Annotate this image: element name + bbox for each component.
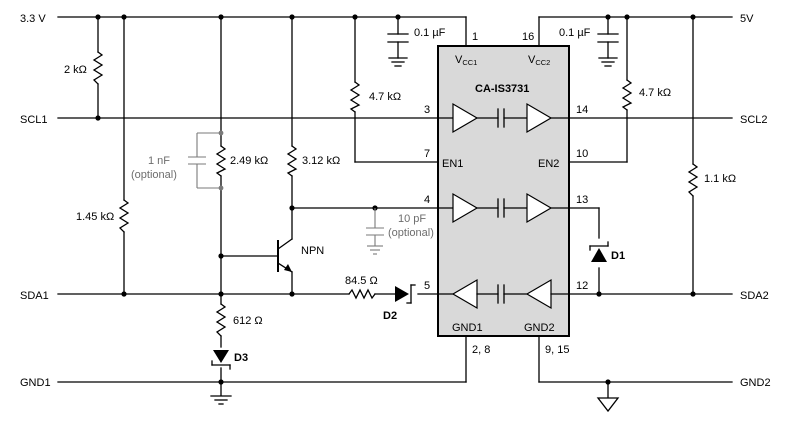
label-npn: NPN	[301, 245, 324, 257]
label-c-1nf-optional: (optional)	[131, 169, 177, 181]
rail-label-sda2: SDA2	[740, 290, 769, 302]
label-d3: D3	[234, 352, 248, 364]
label-r-4k7-left: 4.7 kΩ	[369, 91, 401, 103]
pin-1: 1	[472, 31, 478, 43]
label-c-10pf-optional: (optional)	[388, 227, 434, 239]
label-r-1k1: 1.1 kΩ	[704, 173, 736, 185]
label-c-vcc2: 0.1 µF	[559, 27, 591, 39]
resistor-4k7-right	[621, 79, 633, 111]
resistor-612	[215, 303, 227, 337]
ic-gnd1-label: GND1	[452, 322, 483, 334]
ic-part-number: CA-IS3731	[475, 83, 529, 95]
resistor-84r5	[348, 288, 376, 300]
label-c-10pf: 10 pF	[398, 213, 426, 225]
npn-transistor	[277, 238, 293, 273]
capacitor-10pf-optional	[366, 208, 384, 255]
label-d2: D2	[383, 310, 397, 322]
pin-10: 10	[576, 148, 588, 160]
ic-channel-scl	[437, 102, 570, 134]
diode-d1-icon	[589, 241, 609, 262]
label-r-2k49: 2.49 kΩ	[230, 155, 268, 167]
label-c-vcc1: 0.1 µF	[414, 27, 446, 39]
resistor-2k49	[215, 145, 227, 177]
ic-channel-sda-return	[437, 278, 570, 310]
resistor-3k12	[286, 145, 298, 177]
pin-2-8: 2, 8	[472, 344, 490, 356]
rail-label-sda1: SDA1	[20, 290, 49, 302]
pin-16: 16	[522, 31, 534, 43]
label-r-4k7-right: 4.7 kΩ	[639, 87, 671, 99]
resistor-4k7-left	[349, 81, 361, 113]
pin-13: 13	[576, 194, 588, 206]
rail-label-5v: 5V	[740, 13, 754, 25]
label-r-612: 612 Ω	[233, 315, 263, 327]
diode-d2-icon	[395, 284, 416, 304]
pin-14: 14	[576, 104, 588, 116]
ic-en1-label: EN1	[442, 158, 463, 170]
diode-d3-icon	[211, 350, 231, 370]
rail-label-scl1: SCL1	[20, 114, 48, 126]
resistor-1k45	[118, 199, 130, 233]
label-r-3k12: 3.12 kΩ	[302, 155, 340, 167]
pin-7: 7	[424, 148, 430, 160]
ic-en2-label: EN2	[538, 158, 559, 170]
label-d1: D1	[611, 250, 625, 262]
ground-gnd1-icon	[210, 395, 232, 405]
capacitor-1nf-optional	[188, 130, 224, 191]
label-c-1nf: 1 nF	[148, 155, 170, 167]
ic-vcc1-label: VCC1	[455, 54, 477, 67]
resistor-2k	[92, 51, 104, 85]
ic-channel-pin4-pin13	[437, 192, 570, 224]
ground-gnd2-icon	[596, 397, 620, 413]
pin-12: 12	[576, 280, 588, 292]
pin-3: 3	[424, 104, 430, 116]
capacitor-vcc1	[387, 33, 409, 67]
rail-label-gnd1: GND1	[20, 377, 51, 389]
junction-dots	[95, 14, 696, 385]
pin-4: 4	[424, 194, 430, 206]
pin-5: 5	[424, 280, 430, 292]
rail-label-gnd2: GND2	[740, 377, 771, 389]
ic-gnd2-label: GND2	[524, 322, 555, 334]
capacitor-vcc2	[597, 33, 619, 67]
label-r-1k45: 1.45 kΩ	[76, 211, 114, 223]
ic-vcc2-label: VCC2	[528, 54, 550, 67]
resistor-1k1	[687, 163, 699, 197]
rail-label-scl2: SCL2	[740, 114, 768, 126]
wires	[57, 16, 733, 399]
pin-9-15: 9, 15	[545, 344, 569, 356]
label-r-84r5: 84.5 Ω	[345, 275, 378, 287]
label-r-2k: 2 kΩ	[64, 64, 87, 76]
rail-label-3v3: 3.3 V	[20, 13, 46, 25]
